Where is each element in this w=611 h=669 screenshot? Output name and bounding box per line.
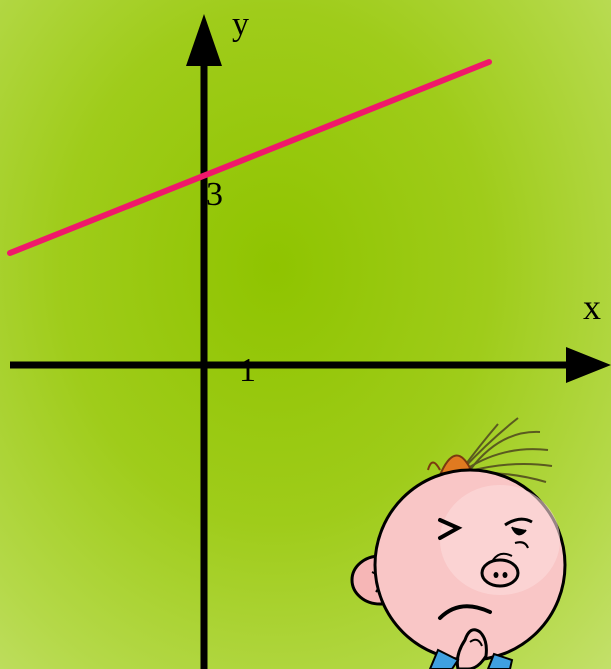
thinking-cartoon-boy [350, 417, 567, 669]
y-axis-label: y [232, 6, 249, 43]
x-axis-arrowhead [566, 347, 611, 383]
y-intercept-label: 3 [206, 176, 223, 213]
x-unit-label: 1 [239, 352, 256, 389]
x-axis-label: x [583, 287, 601, 327]
graph-line [7, 59, 492, 256]
y-axis-arrowhead [186, 14, 222, 66]
